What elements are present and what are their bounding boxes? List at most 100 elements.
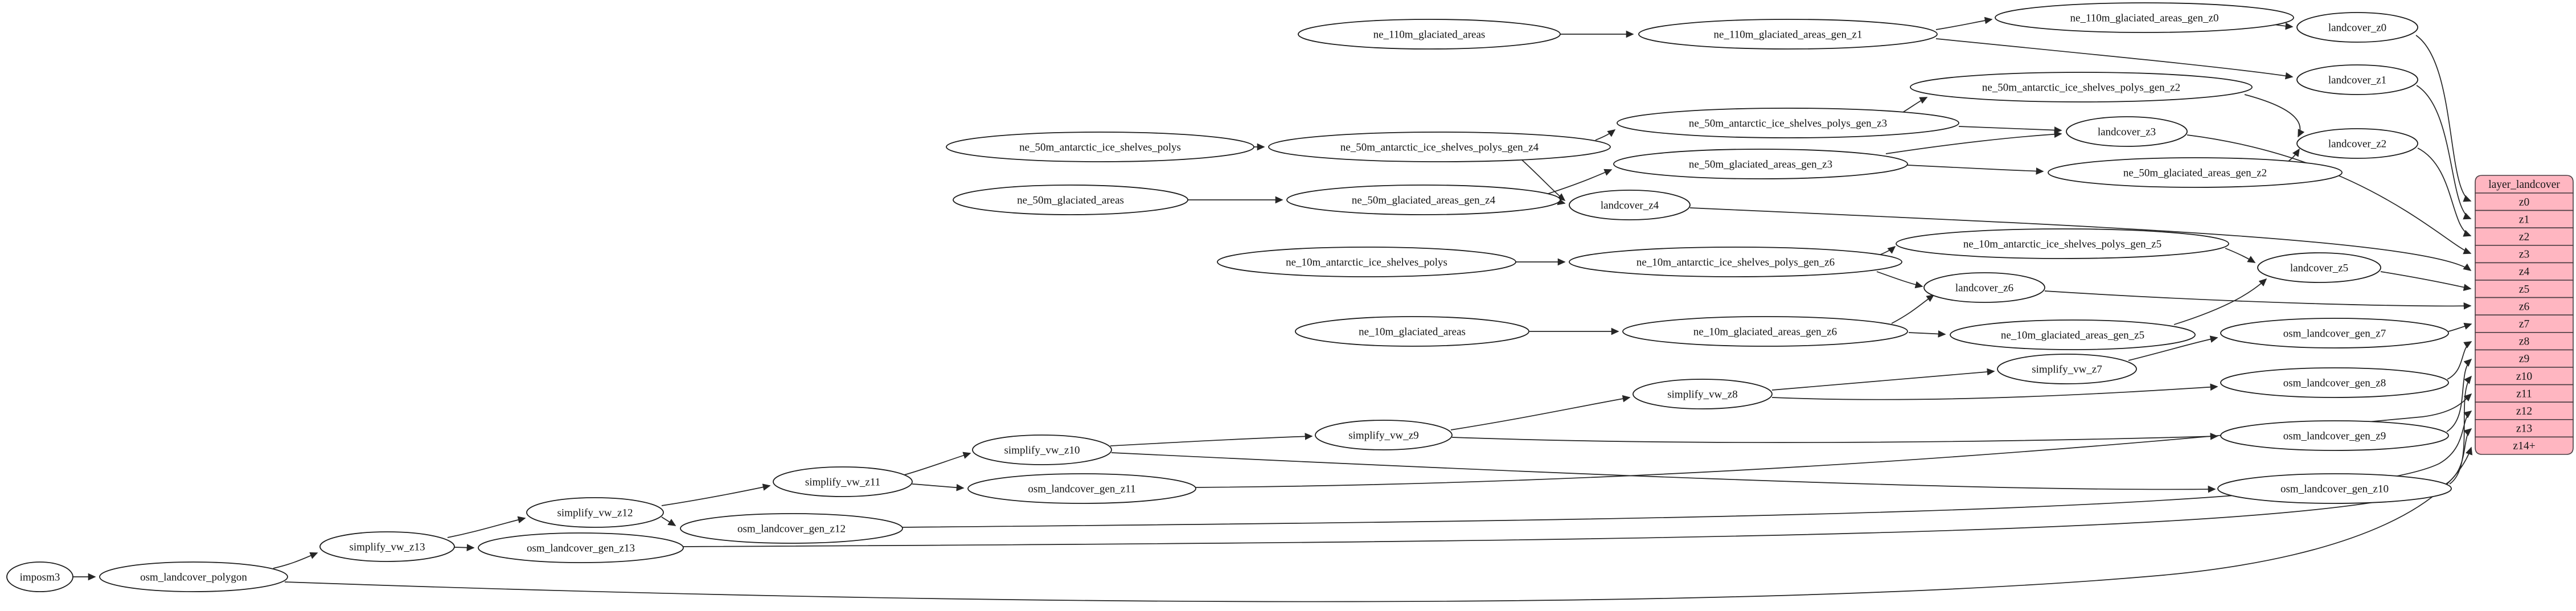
node-ellipse-osm_landcover_gen_z11: [967, 473, 1196, 504]
table-row-label-z12: z12: [2516, 405, 2532, 417]
node-label-ne_10m_antarctic_ice_shelves_polys_gen_z5: ne_10m_antarctic_ice_shelves_polys_gen_z…: [1963, 239, 2161, 251]
node-label-simplify_vw_z13: simplify_vw_z13: [350, 542, 425, 553]
node-ellipse-simplify_vw_z7: [1997, 354, 2137, 384]
node-ellipse-simplify_vw_z9: [1315, 420, 1453, 450]
table-title: layer_landcover: [2488, 179, 2560, 191]
edge-simplify_vw_z11-to-osm_landcover_gen_z11: [912, 483, 965, 491]
node-landcover_z6: landcover_z6: [1923, 272, 2045, 303]
node-label-osm_landcover_gen_z11: osm_landcover_gen_z11: [1028, 483, 1135, 495]
edge-landcover_z0-to-row_z0: [2415, 35, 2472, 202]
node-ellipse-ne_50m_glaciated_areas_gen_z2: [2048, 157, 2343, 188]
edge-simplify_vw_z7-to-osm_landcover_gen_z7: [2128, 335, 2218, 361]
node-label-ne_10m_antarctic_ice_shelves_polys: ne_10m_antarctic_ice_shelves_polys: [1286, 257, 1447, 269]
edge-ne_50m_antarctic_ice_shelves_polys_gen_z3-to-landcover_z3: [1958, 126, 2062, 134]
edge-osm_landcover_gen_z13-to-row_z13: [683, 428, 2472, 547]
edge-osm_landcover_polygon-to-row_z14+: [284, 446, 2473, 602]
node-ne_50m_antarctic_ice_shelves_polys_gen_z4: ne_50m_antarctic_ice_shelves_polys_gen_z…: [1268, 132, 1611, 162]
node-simplify_vw_z13: simplify_vw_z13: [319, 531, 455, 562]
node-osm_landcover_gen_z11: osm_landcover_gen_z11: [967, 473, 1196, 504]
node-landcover_z0: landcover_z0: [2296, 12, 2418, 43]
node-landcover_z2: landcover_z2: [2296, 128, 2418, 159]
edge-ne_50m_antarctic_ice_shelves_polys_gen_z4-to-landcover_z4: [1521, 159, 1566, 201]
node-osm_landcover_polygon: osm_landcover_polygon: [99, 561, 288, 592]
node-ellipse-landcover_z6: [1923, 272, 2045, 303]
node-ne_50m_glaciated_areas_gen_z4: ne_50m_glaciated_areas_gen_z4: [1286, 184, 1561, 215]
node-ne_110m_glaciated_areas_gen_z1: ne_110m_glaciated_areas_gen_z1: [1638, 19, 1938, 50]
table-layer-landcover: layer_landcoverz0z1z2z3z4z5z6z7z8z9z10z1…: [2475, 175, 2574, 455]
node-landcover_z5: landcover_z5: [2257, 252, 2381, 283]
node-landcover_z1: landcover_z1: [2296, 64, 2418, 95]
node-label-simplify_vw_z10: simplify_vw_z10: [1004, 445, 1080, 457]
table-row-label-z2: z2: [2519, 231, 2529, 243]
node-label-simplify_vw_z8: simplify_vw_z8: [1667, 389, 1738, 401]
node-label-landcover_z6: landcover_z6: [1955, 282, 2013, 294]
node-osm_landcover_gen_z13: osm_landcover_gen_z13: [478, 532, 684, 563]
node-label-simplify_vw_z9: simplify_vw_z9: [1348, 430, 1419, 442]
node-ellipse-osm_landcover_gen_z8: [2220, 367, 2449, 398]
edge-ne_10m_antarctic_ice_shelves_polys_gen_z6-to-ne_10m_antarctic_ice_shelves_polys_gen_z5: [1878, 245, 1896, 256]
table-row-label-z13: z13: [2516, 423, 2532, 435]
node-ellipse-landcover_z3: [2066, 116, 2188, 147]
edge-ne_110m_glaciated_areas_gen_z1-to-landcover_z1: [1935, 38, 2294, 80]
node-label-osm_landcover_gen_z13: osm_landcover_gen_z13: [527, 543, 635, 555]
node-ne_50m_antarctic_ice_shelves_polys_gen_z2: ne_50m_antarctic_ice_shelves_polys_gen_z…: [1910, 72, 2253, 102]
node-label-simplify_vw_z11: simplify_vw_z11: [805, 477, 880, 489]
edge-ne_50m_antarctic_ice_shelves_polys_gen_z4-to-ne_50m_antarctic_ice_shelves_polys_gen_z3: [1595, 129, 1616, 141]
node-osm_landcover_gen_z12: osm_landcover_gen_z12: [680, 513, 903, 544]
node-ne_10m_glaciated_areas: ne_10m_glaciated_areas: [1295, 316, 1529, 347]
edge-landcover_z1-to-row_z1: [2416, 85, 2472, 220]
edge-ne_50m_glaciated_areas_gen_z3-to-ne_50m_glaciated_areas_gen_z2: [1907, 165, 2044, 175]
node-simplify_vw_z10: simplify_vw_z10: [972, 434, 1112, 465]
node-label-ne_50m_antarctic_ice_shelves_polys_gen_z3: ne_50m_antarctic_ice_shelves_polys_gen_z…: [1689, 118, 1887, 130]
node-landcover_z4: landcover_z4: [1569, 190, 1691, 220]
node-osm_landcover_gen_z10: osm_landcover_gen_z10: [2217, 473, 2452, 504]
edge-osm_landcover_gen_z8-to-row_z8: [2447, 341, 2472, 380]
node-ellipse-osm_landcover_gen_z10: [2217, 473, 2452, 504]
node-ellipse-ne_50m_antarctic_ice_shelves_polys_gen_z2: [1910, 72, 2253, 102]
edge-osm_landcover_polygon-to-simplify_vw_z13: [273, 552, 318, 569]
edge-ne_50m_glaciated_areas_gen_z3-to-landcover_z3: [1885, 130, 2062, 154]
node-ellipse-simplify_vw_z11: [773, 466, 913, 497]
node-label-ne_50m_glaciated_areas_gen_z3: ne_50m_glaciated_areas_gen_z3: [1689, 159, 1832, 171]
node-ellipse-osm_landcover_gen_z13: [478, 532, 684, 563]
node-label-landcover_z0: landcover_z0: [2328, 22, 2386, 34]
table-row-label-z3: z3: [2519, 249, 2529, 261]
node-ellipse-osm_landcover_polygon: [99, 561, 288, 592]
table-row-cell-z14plus: [2475, 436, 2574, 455]
node-simplify_vw_z9: simplify_vw_z9: [1315, 420, 1453, 450]
edge-simplify_vw_z13-to-simplify_vw_z12: [447, 516, 526, 538]
edge-landcover_z6-to-row_z6: [2044, 290, 2472, 310]
node-label-ne_50m_antarctic_ice_shelves_polys_gen_z4: ne_50m_antarctic_ice_shelves_polys_gen_z…: [1340, 142, 1539, 154]
node-label-simplify_vw_z12: simplify_vw_z12: [557, 507, 633, 519]
node-label-landcover_z1: landcover_z1: [2328, 75, 2386, 87]
node-label-ne_50m_antarctic_ice_shelves_polys_gen_z2: ne_50m_antarctic_ice_shelves_polys_gen_z…: [1982, 82, 2180, 94]
edge-simplify_vw_z9-to-simplify_vw_z8: [1450, 395, 1631, 430]
edge-ne_50m_antarctic_ice_shelves_polys_gen_z3-to-ne_50m_antarctic_ice_shelves_polys_gen_z2: [1902, 97, 1928, 113]
edge-simplify_vw_z13-to-osm_landcover_gen_z13: [454, 544, 475, 551]
node-ne_50m_glaciated_areas_gen_z3: ne_50m_glaciated_areas_gen_z3: [1613, 149, 1908, 179]
edge-landcover_z2-to-row_z2: [2417, 147, 2472, 237]
node-osm_landcover_gen_z8: osm_landcover_gen_z8: [2220, 367, 2449, 398]
node-osm_landcover_gen_z7: osm_landcover_gen_z7: [2220, 318, 2449, 348]
edge-simplify_vw_z8-to-simplify_vw_z7: [1771, 368, 1995, 391]
node-simplify_vw_z8: simplify_vw_z8: [1632, 379, 1773, 409]
node-ne_10m_glaciated_areas_gen_z5: ne_10m_glaciated_areas_gen_z5: [1950, 319, 2196, 350]
node-ellipse-osm_landcover_gen_z7: [2220, 318, 2449, 348]
node-label-osm_landcover_polygon: osm_landcover_polygon: [140, 572, 247, 584]
edge-osm_landcover_gen_z11-to-row_z11: [1195, 393, 2472, 488]
node-simplify_vw_z12: simplify_vw_z12: [526, 497, 664, 528]
node-ne_10m_antarctic_ice_shelves_polys_gen_z5: ne_10m_antarctic_ice_shelves_polys_gen_z…: [1896, 228, 2229, 259]
edge-ne_10m_glaciated_areas_gen_z6-to-landcover_z6: [1891, 294, 1935, 324]
node-ellipse-ne_10m_antarctic_ice_shelves_polys_gen_z6: [1569, 247, 1902, 277]
edge-simplify_vw_z12-to-osm_landcover_gen_z12: [661, 516, 676, 526]
edge-ne_10m_glaciated_areas_gen_z6-to-ne_10m_glaciated_areas_gen_z5: [1908, 330, 1946, 338]
node-ellipse-ne_10m_glaciated_areas_gen_z6: [1622, 316, 1908, 347]
table-row-label-z5: z5: [2519, 284, 2529, 296]
node-ellipse-ne_50m_glaciated_areas: [953, 184, 1188, 215]
node-ellipse-landcover_z1: [2296, 64, 2418, 95]
edge-simplify_vw_z10-to-osm_landcover_gen_z10: [1111, 452, 2216, 493]
table-row-label-z11: z11: [2516, 388, 2532, 400]
